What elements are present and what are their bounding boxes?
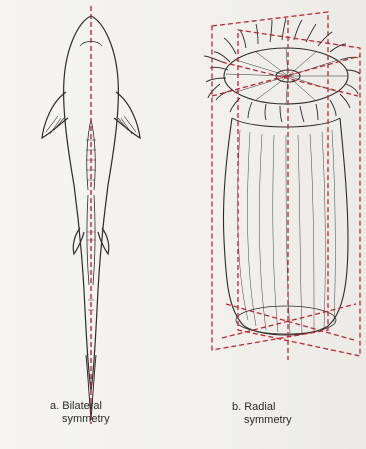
radial-animal-illustration	[204, 18, 360, 335]
left-pelvic-fin	[73, 228, 84, 254]
radial-caption: b. Radial symmetry	[232, 401, 352, 427]
anemone-column	[223, 118, 348, 335]
bilateral-caption-line2: symmetry	[50, 413, 160, 426]
right-pelvic-fin	[98, 228, 109, 254]
radial-caption-line1: b. Radial	[232, 401, 275, 413]
bilateral-caption: a. Bilateral symmetry	[50, 400, 160, 426]
radial-caption-line2: symmetry	[232, 414, 352, 427]
tentacles	[204, 18, 360, 122]
bilateral-caption-line1: a. Bilateral	[50, 400, 102, 412]
pedal-disc	[236, 306, 336, 334]
column-rim	[232, 118, 340, 127]
